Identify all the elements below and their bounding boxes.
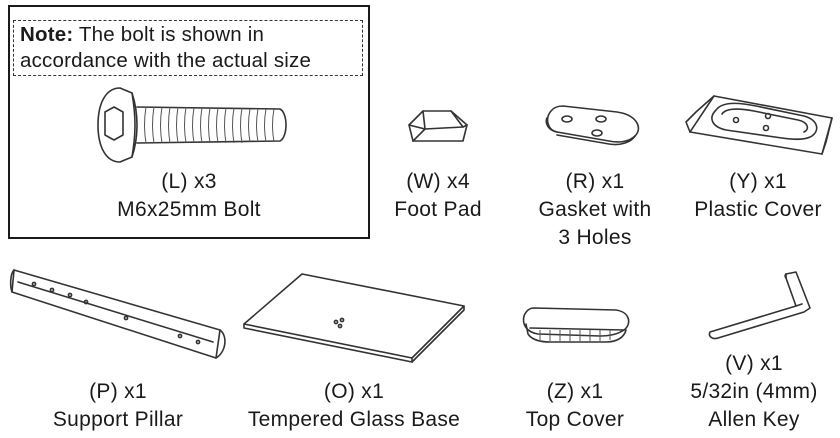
- note-text: The bolt is shown in: [73, 23, 265, 46]
- glass-base-icon: [243, 273, 465, 363]
- part-W-label: (W) x4 Foot Pad: [378, 168, 498, 224]
- plastic-cover-icon: [685, 95, 833, 155]
- note-text-line2: accordance with the actual size: [20, 49, 312, 72]
- part-O-name: Tempered Glass Base: [247, 408, 461, 431]
- actual-size-note: Note: The bolt is shown in accordance wit…: [13, 20, 363, 76]
- note-prefix: Note:: [20, 23, 74, 46]
- part-P-code: (P) x1: [89, 380, 147, 403]
- part-L-code: (L) x3: [161, 170, 217, 193]
- part-P-name: Support Pillar: [52, 408, 184, 431]
- part-Y-label: (Y) x1 Plastic Cover: [676, 168, 840, 224]
- foot-pad-icon: [408, 110, 468, 142]
- part-Y-name: Plastic Cover: [694, 198, 822, 221]
- gasket-icon: [545, 105, 640, 146]
- part-R-name: Gasket with: [538, 198, 652, 221]
- part-R-code: (R) x1: [565, 170, 625, 193]
- bolt-icon: [97, 87, 287, 163]
- part-Y-code: (Y) x1: [729, 170, 787, 193]
- part-W-code: (W) x4: [406, 170, 470, 193]
- part-V-name: 5/32in (4mm): [690, 380, 818, 403]
- part-O-label: (O) x1 Tempered Glass Base: [232, 378, 476, 434]
- part-R-label: (R) x1 Gasket with 3 Holes: [520, 168, 670, 252]
- part-L-label: (L) x3 M6x25mm Bolt: [8, 168, 370, 224]
- part-Z-code: (Z) x1: [546, 380, 604, 403]
- allen-key-icon: [708, 271, 811, 340]
- bolt-actual-size-box: [8, 5, 370, 239]
- part-Z-name: Top Cover: [525, 408, 625, 431]
- part-Z-label: (Z) x1 Top Cover: [500, 378, 650, 434]
- top-cover-icon: [522, 307, 630, 343]
- support-pillar-icon: [9, 269, 226, 359]
- part-V-name-line2: Allen Key: [708, 408, 800, 431]
- part-W-name: Foot Pad: [394, 198, 482, 221]
- part-V-label: (V) x1 5/32in (4mm) Allen Key: [668, 350, 840, 434]
- part-P-label: (P) x1 Support Pillar: [8, 378, 228, 434]
- part-O-code: (O) x1: [323, 380, 385, 403]
- part-L-name: M6x25mm Bolt: [117, 198, 261, 221]
- part-V-code: (V) x1: [725, 352, 783, 375]
- part-R-name-line2: 3 Holes: [558, 226, 632, 249]
